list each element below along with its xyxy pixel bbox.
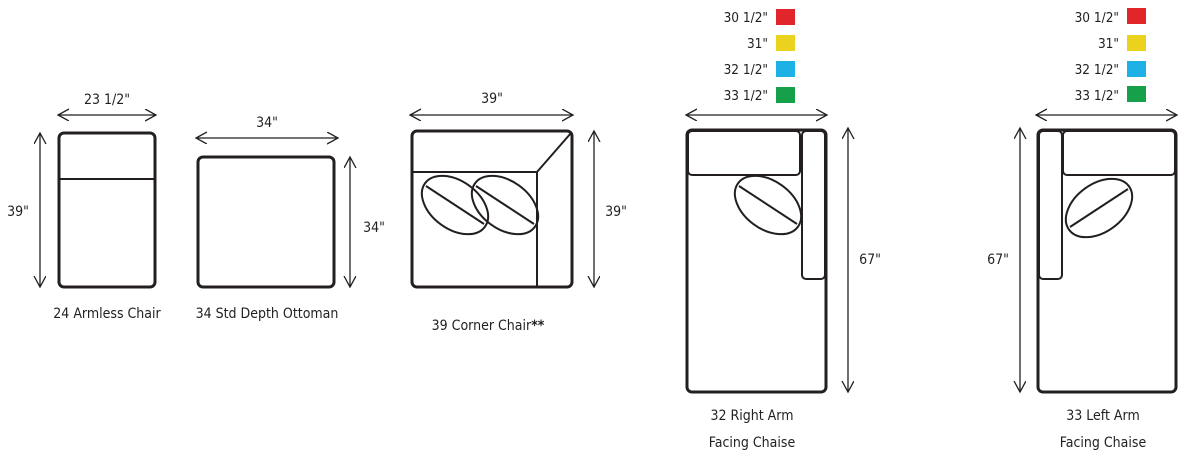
armless-chair-outline xyxy=(57,131,157,289)
right-legend-swatch-3 xyxy=(776,61,795,77)
armless-chair-depth-label: 39" xyxy=(7,204,29,220)
left-legend-label-3: 32 1/2" xyxy=(1075,62,1119,78)
right-chaise-width-legend: 30 1/2" 31" 32 1/2" 33 1/2" xyxy=(724,9,795,104)
corner-chair-pillow-right-seam xyxy=(475,185,535,225)
right-arm-facing-chaise: 30 1/2" 31" 32 1/2" 33 1/2" 67" 32 Right… xyxy=(686,9,881,451)
corner-chair-width-label: 39" xyxy=(481,91,503,107)
right-legend-label-1: 30 1/2" xyxy=(724,10,768,26)
corner-chair: 39" 39" 39 Corner Chair** xyxy=(410,91,627,334)
ottoman-width-label: 34" xyxy=(256,115,278,131)
corner-chair-depth-label: 39" xyxy=(605,204,627,220)
left-legend-swatch-4 xyxy=(1127,86,1146,102)
right-chaise-pillow xyxy=(733,174,803,236)
left-chaise-arm xyxy=(1038,130,1063,280)
left-chaise-outline xyxy=(1036,128,1178,394)
right-chaise-depth-label: 67" xyxy=(859,252,881,268)
right-legend-label-3: 32 1/2" xyxy=(724,62,768,78)
left-legend-label-2: 31" xyxy=(1098,36,1119,52)
left-chaise-pillow xyxy=(1064,177,1134,239)
left-legend-label-4: 33 1/2" xyxy=(1075,88,1119,104)
right-chaise-outline xyxy=(685,128,828,394)
ottoman-name: 34 Std Depth Ottoman xyxy=(196,306,339,322)
left-chaise-back-cushion xyxy=(1062,130,1176,176)
corner-chair-back-frame xyxy=(413,132,572,287)
ottoman-outline xyxy=(196,155,336,289)
corner-chair-pillow-left-seam xyxy=(425,185,485,225)
left-chaise-name-line1: 33 Left Arm xyxy=(1066,408,1139,424)
left-chaise-name-line2: Facing Chaise xyxy=(1060,435,1147,451)
armless-chair: 23 1/2" 39" 24 Armless Chair xyxy=(7,92,161,322)
right-legend-swatch-2 xyxy=(776,35,795,51)
corner-chair-outline xyxy=(410,129,574,289)
right-chaise-pillow-seam xyxy=(738,185,798,225)
left-legend-swatch-1 xyxy=(1127,8,1146,24)
right-legend-swatch-1 xyxy=(776,9,795,25)
corner-chair-pillow-right xyxy=(470,174,540,236)
right-chaise-arm xyxy=(801,130,826,280)
ottoman-depth-label: 34" xyxy=(363,220,385,236)
left-chaise-depth-label: 67" xyxy=(987,252,1009,268)
right-chaise-back-cushion xyxy=(687,130,801,176)
left-chaise-width-legend: 30 1/2" 31" 32 1/2" 33 1/2" xyxy=(1075,8,1146,104)
corner-chair-name: 39 Corner Chair** xyxy=(432,318,545,334)
armless-chair-name: 24 Armless Chair xyxy=(53,306,161,322)
corner-chair-name-text: 39 Corner Chair xyxy=(432,318,532,334)
right-chaise-name-line1: 32 Right Arm xyxy=(710,408,793,424)
right-legend-swatch-4 xyxy=(776,87,795,103)
right-legend-label-2: 31" xyxy=(747,36,768,52)
armless-chair-width-label: 23 1/2" xyxy=(84,92,130,108)
corner-chair-name-mark: ** xyxy=(531,318,545,334)
right-legend-label-4: 33 1/2" xyxy=(724,88,768,104)
left-legend-swatch-3 xyxy=(1127,61,1146,77)
right-chaise-name-line2: Facing Chaise xyxy=(709,435,796,451)
ottoman: 34" 34" 34 Std Depth Ottoman xyxy=(196,115,385,322)
left-legend-swatch-2 xyxy=(1127,35,1146,51)
left-legend-label-1: 30 1/2" xyxy=(1075,10,1119,26)
corner-chair-pillow-left xyxy=(420,174,490,236)
left-arm-facing-chaise: 30 1/2" 31" 32 1/2" 33 1/2" 67" 33 Left … xyxy=(987,8,1177,451)
left-chaise-pillow-seam xyxy=(1069,188,1129,228)
